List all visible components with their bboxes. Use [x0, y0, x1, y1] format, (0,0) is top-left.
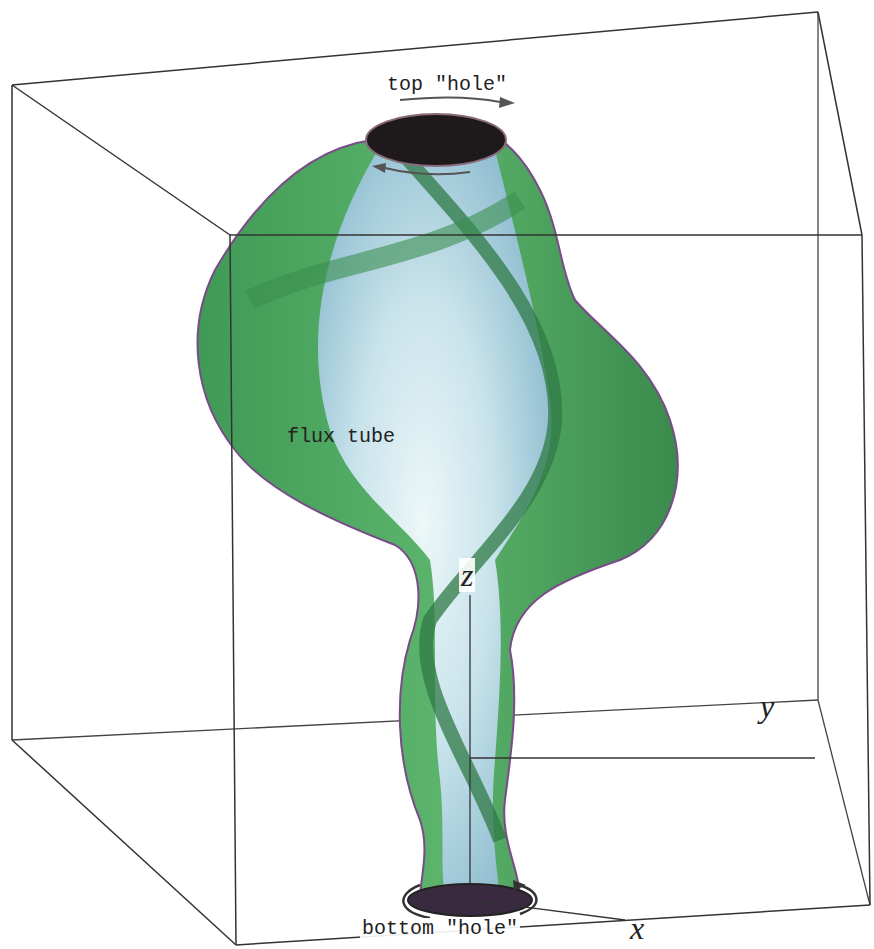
hole-label: bottom "hole"	[360, 918, 520, 940]
rotation-arrow	[400, 97, 500, 102]
arrow-head	[513, 880, 526, 891]
top-hole	[366, 114, 506, 166]
arrow-head	[372, 163, 386, 173]
flux-tube	[198, 140, 678, 898]
rotation-arrow	[385, 168, 470, 174]
tube-label: flux tube	[287, 427, 395, 447]
axis-label: y	[760, 690, 774, 722]
axis-label: x	[630, 912, 644, 944]
hole-label: top "hole"	[385, 74, 509, 96]
twist-band	[250, 200, 520, 300]
box-edges	[12, 12, 870, 945]
rotation-arrow	[403, 885, 430, 918]
box-edges	[12, 12, 870, 905]
axis-label: z	[459, 558, 475, 592]
arrow-head	[499, 97, 515, 108]
axes	[470, 595, 815, 920]
